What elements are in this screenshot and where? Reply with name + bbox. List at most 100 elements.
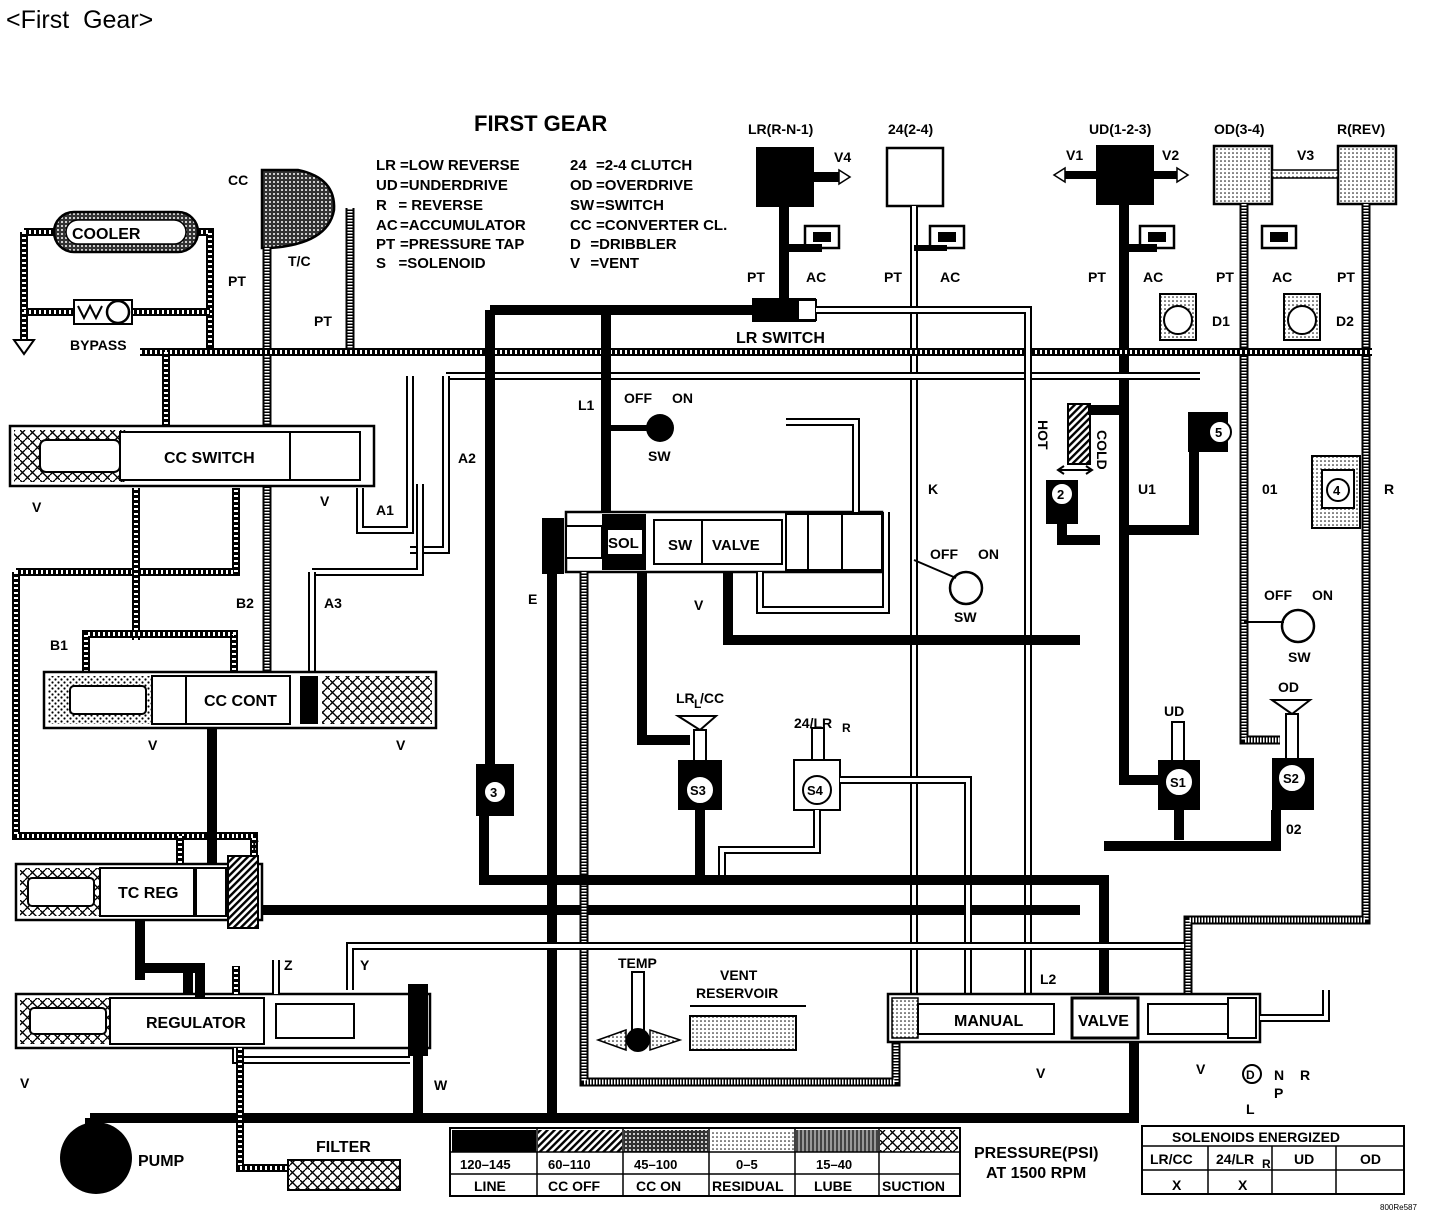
switch-sw: SW xyxy=(1288,649,1311,665)
label-ac: AC xyxy=(940,269,960,285)
solenoid-energized-table: SOLENOIDS ENERGIZED LR/CC 24/LR R UD OD … xyxy=(1141,1125,1405,1195)
shift-n: N xyxy=(1274,1067,1284,1083)
label-ac: AC xyxy=(1272,269,1292,285)
lrcc-sub: L xyxy=(694,697,701,711)
label-v4: V4 xyxy=(834,149,851,165)
solenoid-s4-label: S4 xyxy=(807,783,824,798)
abbr-text: =2-4 CLUTCH xyxy=(596,157,692,174)
label-v: V xyxy=(396,737,406,753)
vent-label: VENT xyxy=(720,967,758,983)
solenoid-header: LR/CC xyxy=(1150,1151,1193,1167)
label-v: V xyxy=(320,493,330,509)
abbr-code: SW xyxy=(570,197,595,214)
solenoid-s3-label: S3 xyxy=(690,783,706,798)
label-v: V xyxy=(148,737,158,753)
shift-p: P xyxy=(1274,1085,1283,1101)
clutch-od-box xyxy=(1212,144,1274,206)
temp-sensor xyxy=(626,1028,650,1052)
abbr-text: = REVERSE xyxy=(390,197,483,214)
label-t: T xyxy=(250,837,259,853)
temp-label: TEMP xyxy=(618,955,657,971)
label-l1: L1 xyxy=(578,397,595,413)
label-pt: PT xyxy=(228,273,246,289)
switch-on: ON xyxy=(672,390,693,406)
tc-label: T/C xyxy=(288,253,311,269)
numbered-valve-5: 5 xyxy=(1215,425,1222,440)
thermal-valve: 2 HOT COLD xyxy=(1035,403,1110,524)
filter-label: FILTER xyxy=(316,1139,371,1156)
solenoid-s4: S4 24/LR R xyxy=(793,715,851,811)
abbr-code: V xyxy=(570,255,580,272)
label-a3: A3 xyxy=(324,595,342,611)
label-v: V xyxy=(1036,1065,1046,1081)
label-ac: AC xyxy=(806,269,826,285)
label-ac: AC xyxy=(1143,269,1163,285)
dribbler-d1: D1 xyxy=(1159,293,1230,341)
cooler: COOLER xyxy=(52,210,200,254)
manual-valve: MANUAL VALVE xyxy=(886,992,1262,1044)
label-v2: V2 xyxy=(1162,147,1179,163)
clutch-rev-box xyxy=(1336,144,1398,206)
lr-switch: LR SWITCH xyxy=(736,298,825,347)
reservoir-label: RESERVOIR xyxy=(696,985,778,1001)
label-b1: B1 xyxy=(50,637,68,653)
switch-sw: SW xyxy=(648,448,671,464)
label-v: V xyxy=(1196,1061,1206,1077)
label-d1: D1 xyxy=(1212,313,1230,329)
solenoid-header: 24/LR xyxy=(1216,1151,1254,1167)
lr24-label: 24/LR xyxy=(794,715,832,731)
numbered-valve-4: 4 xyxy=(1333,483,1341,498)
solenoid-s2: S2 OD xyxy=(1268,679,1314,810)
lr24-sub: R xyxy=(842,721,851,735)
clutch-ud-label: UD(1-2-3) xyxy=(1089,121,1151,137)
solenoid-s1-label: S1 xyxy=(1170,775,1186,790)
tc-regulator-valve: TC REG xyxy=(14,855,264,929)
abbr-text: =VENT xyxy=(582,255,639,272)
label-b2: B2 xyxy=(236,595,254,611)
vent-reservoir xyxy=(689,1015,797,1051)
name-ccon: CC ON xyxy=(636,1178,681,1194)
regulator-label: REGULATOR xyxy=(146,1015,246,1032)
solenoid-s3: S3 LR L /CC xyxy=(674,690,724,810)
od-sol-label: OD xyxy=(1278,679,1299,695)
solenoid-mark: X xyxy=(1172,1177,1182,1193)
label-v1: V1 xyxy=(1066,147,1083,163)
clutch-24-box xyxy=(885,146,945,208)
range-residual: 0–5 xyxy=(736,1157,758,1172)
abbr-text: =CONVERTER CL. xyxy=(596,217,727,234)
manual-label: MANUAL xyxy=(954,1013,1024,1030)
clutch-24-label: 24(2-4) xyxy=(888,121,933,137)
abbr-text: =PRESSURE TAP xyxy=(400,236,524,253)
switch-off: OFF xyxy=(1264,587,1292,603)
bypass-label: BYPASS xyxy=(70,337,127,353)
label-pt: PT xyxy=(1337,269,1355,285)
solenoid-s1: S1 UD xyxy=(1158,703,1200,810)
label-w: W xyxy=(434,1077,448,1093)
clutch-lr-label: LR(R-N-1) xyxy=(748,121,813,137)
abbr-code: AC xyxy=(376,217,398,234)
shift-d: D xyxy=(1246,1068,1255,1082)
valve-label: VALVE xyxy=(712,537,760,554)
hot-label: HOT xyxy=(1035,420,1051,450)
solenoid-table-title: SOLENOIDS ENERGIZED xyxy=(1172,1129,1340,1145)
accumulator-lr xyxy=(784,224,841,252)
l1-pressure-switch xyxy=(646,414,674,442)
label-d2: D2 xyxy=(1336,313,1354,329)
abbr-code: OD xyxy=(570,177,593,194)
range-lube: 15–40 xyxy=(816,1157,852,1172)
label-o2: 02 xyxy=(1286,821,1302,837)
od-pressure-switch xyxy=(1280,608,1316,644)
ud-sol-label: UD xyxy=(1164,703,1184,719)
label-v: V xyxy=(20,1075,30,1091)
solenoid-mark: X xyxy=(1238,1177,1248,1193)
pressure-legend: 120–145 60–110 45–100 0–5 15–40 LINE CC … xyxy=(449,1127,1098,1197)
lrcc-label: LR xyxy=(676,690,695,706)
clutch-lr-box xyxy=(756,147,814,207)
manual-valve-label: VALVE xyxy=(1078,1013,1129,1030)
clutch-rev-label: R(REV) xyxy=(1337,121,1385,137)
label-pt: PT xyxy=(314,313,332,329)
solenoid-switch-valve: SOL SW VALVE xyxy=(564,510,884,574)
pressure-caption-1: PRESSURE(PSI) xyxy=(974,1145,1098,1162)
shift-r: R xyxy=(1300,1067,1310,1083)
tc-reg-label: TC REG xyxy=(118,885,178,902)
